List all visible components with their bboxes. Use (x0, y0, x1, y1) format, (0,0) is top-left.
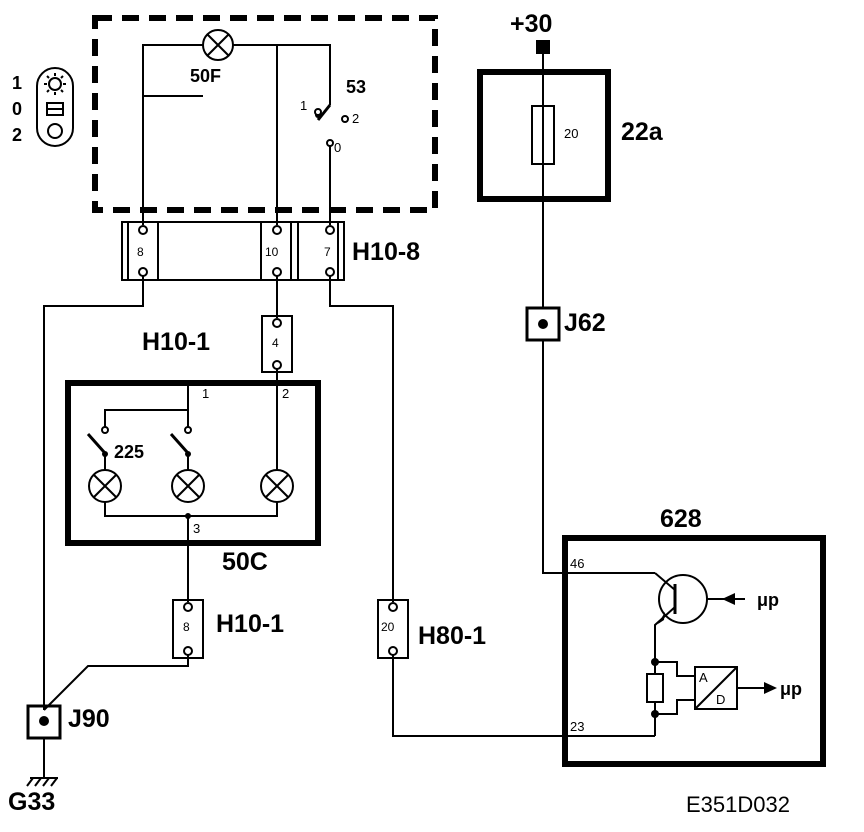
h80-1-pin-20: 20 (381, 620, 395, 634)
h10-8-pin-7: 7 (324, 245, 331, 259)
connector-h80-1: 20 (377, 599, 409, 659)
connector-h10-8: 8 10 7 (121, 221, 345, 281)
legend-0: 0 (12, 99, 22, 119)
switch-pos-0: 0 (334, 140, 341, 155)
adc-icon: A D (694, 666, 738, 710)
up-label-2: μp (780, 679, 802, 699)
adc-a: A (699, 670, 708, 685)
resistor-icon (646, 673, 664, 703)
legend-1: 1 (12, 73, 22, 93)
lamp-2-icon (171, 469, 205, 503)
h10-1-bottom-label: H10-1 (216, 610, 284, 638)
lamp-50f-label: 50F (190, 66, 221, 86)
lamp-unit-50c (65, 380, 321, 546)
term-1: 1 (202, 386, 209, 401)
ground-icon (26, 777, 58, 787)
diagram-id: E351D032 (686, 792, 790, 817)
legend-outline (36, 67, 74, 147)
h10-1-pin-4: 4 (272, 336, 279, 350)
off-icon (47, 123, 63, 139)
lamp-sun-icon (48, 77, 62, 91)
control-module-628 (562, 535, 826, 767)
fuse-value: 20 (564, 126, 578, 141)
h10-8-pin-10: 10 (265, 245, 279, 259)
pin-23: 23 (570, 719, 584, 734)
switch-53-label: 53 (346, 77, 366, 97)
fuse-box-label: 22a (621, 118, 664, 146)
h10-1-top-label: H10-1 (142, 328, 210, 356)
transistor-icon (654, 572, 745, 660)
supply-terminal (536, 40, 550, 54)
switch-legend: 1 0 2 (12, 67, 74, 147)
h10-8-pin-8: 8 (137, 245, 144, 259)
legend-2: 2 (12, 125, 22, 145)
lamp-1-icon (88, 469, 122, 503)
light-switch-module (92, 15, 438, 213)
supply-label: +30 (510, 10, 552, 38)
adc-d: D (716, 692, 725, 707)
connector-h10-1-top: 4 (261, 315, 293, 373)
term-2: 2 (282, 386, 289, 401)
switch-225-label: 225 (114, 442, 144, 462)
h10-1-pin-8: 8 (183, 620, 190, 634)
g33-label: G33 (8, 788, 55, 816)
switch-pos-2: 2 (352, 111, 359, 126)
h10-8-label: H10-8 (352, 238, 420, 266)
h80-1-label: H80-1 (418, 622, 486, 650)
j90-label: J90 (68, 705, 110, 733)
connector-j62 (525, 306, 561, 342)
module-628-label: 628 (660, 505, 702, 533)
switch-pos-1: 1 (300, 98, 307, 113)
lamp-3-icon (260, 469, 294, 503)
pin-46: 46 (570, 556, 584, 571)
unit-50c-label: 50C (222, 548, 268, 576)
connector-h10-1-bottom: 8 (172, 599, 204, 659)
j62-label: J62 (564, 309, 606, 337)
term-3: 3 (193, 521, 200, 536)
up-label-1: μp (757, 590, 779, 610)
ground-point-j90 (26, 704, 62, 740)
